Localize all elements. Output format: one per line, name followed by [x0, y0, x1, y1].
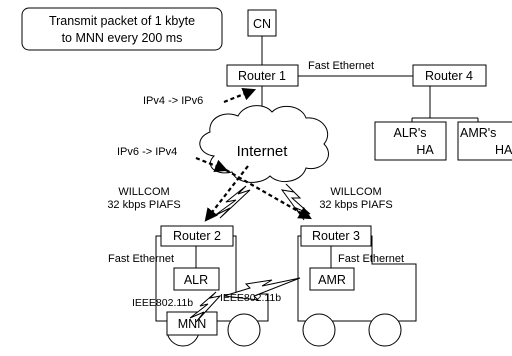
- willcom-left-label: WILLCOM: [118, 186, 169, 198]
- note-line-2: to MNN every 200 ms: [62, 31, 183, 45]
- wireless-bolt-ieee-middle: [223, 277, 301, 301]
- ipv6-to-ipv4-label: IPv6 -> IPv4: [117, 146, 177, 158]
- svg-text:ALR: ALR: [184, 273, 208, 287]
- svg-text:HA: HA: [416, 143, 434, 157]
- svg-text:AMR: AMR: [318, 273, 346, 287]
- svg-text:MNN: MNN: [178, 317, 206, 331]
- vehicle-right: [297, 235, 417, 347]
- fast-ethernet-right-label: Fast Ethernet: [338, 253, 404, 265]
- router-3: Router 3: [300, 225, 372, 247]
- amr-home-agent: AMR's HA: [457, 121, 512, 161]
- router-1: Router 1: [226, 64, 299, 87]
- svg-text:Router 1: Router 1: [238, 69, 286, 83]
- router-2: Router 2: [160, 225, 234, 247]
- tunnel-arrows: [195, 87, 312, 222]
- wireless-bolt-willcom-left: [213, 185, 251, 219]
- willcom-right-label: WILLCOM: [330, 186, 381, 198]
- fast-ethernet-left-label: Fast Ethernet: [108, 253, 174, 265]
- ieee-left-label: IEEE802.11b: [132, 297, 193, 309]
- cn-node: CN: [247, 9, 277, 37]
- alr-node: ALR: [173, 267, 220, 291]
- alr-home-agent: ALR's HA: [374, 121, 447, 161]
- note-line-1: Transmit packet of 1 kbyte: [49, 14, 195, 28]
- mnn-node: MNN: [166, 311, 218, 336]
- svg-text:Router 4: Router 4: [425, 69, 473, 83]
- transmit-note: Transmit packet of 1 kbyte to MNN every …: [21, 7, 223, 51]
- router-4: Router 4: [412, 64, 487, 87]
- piafs-left-label: 32 kbps PIAFS: [107, 199, 180, 211]
- piafs-right-label: 32 kbps PIAFS: [319, 199, 392, 211]
- wired-links: [195, 36, 479, 268]
- svg-text:CN: CN: [253, 17, 271, 31]
- fast-ethernet-top-label: Fast Ethernet: [308, 60, 374, 72]
- amr-node: AMR: [309, 267, 355, 291]
- internet-label: Internet: [237, 143, 289, 160]
- svg-text:ALR's: ALR's: [394, 126, 427, 140]
- wireless-bolt-ieee-left: [189, 291, 222, 323]
- svg-text:AMR's: AMR's: [460, 126, 496, 140]
- svg-text:Router 3: Router 3: [312, 229, 360, 243]
- ipv4-to-ipv6-label: IPv4 -> IPv6: [143, 95, 203, 107]
- internet-cloud: Internet: [199, 105, 329, 183]
- svg-text:HA: HA: [495, 143, 512, 157]
- ieee-right-label: IEEE802.11b: [220, 292, 281, 304]
- svg-text:Router 2: Router 2: [173, 229, 221, 243]
